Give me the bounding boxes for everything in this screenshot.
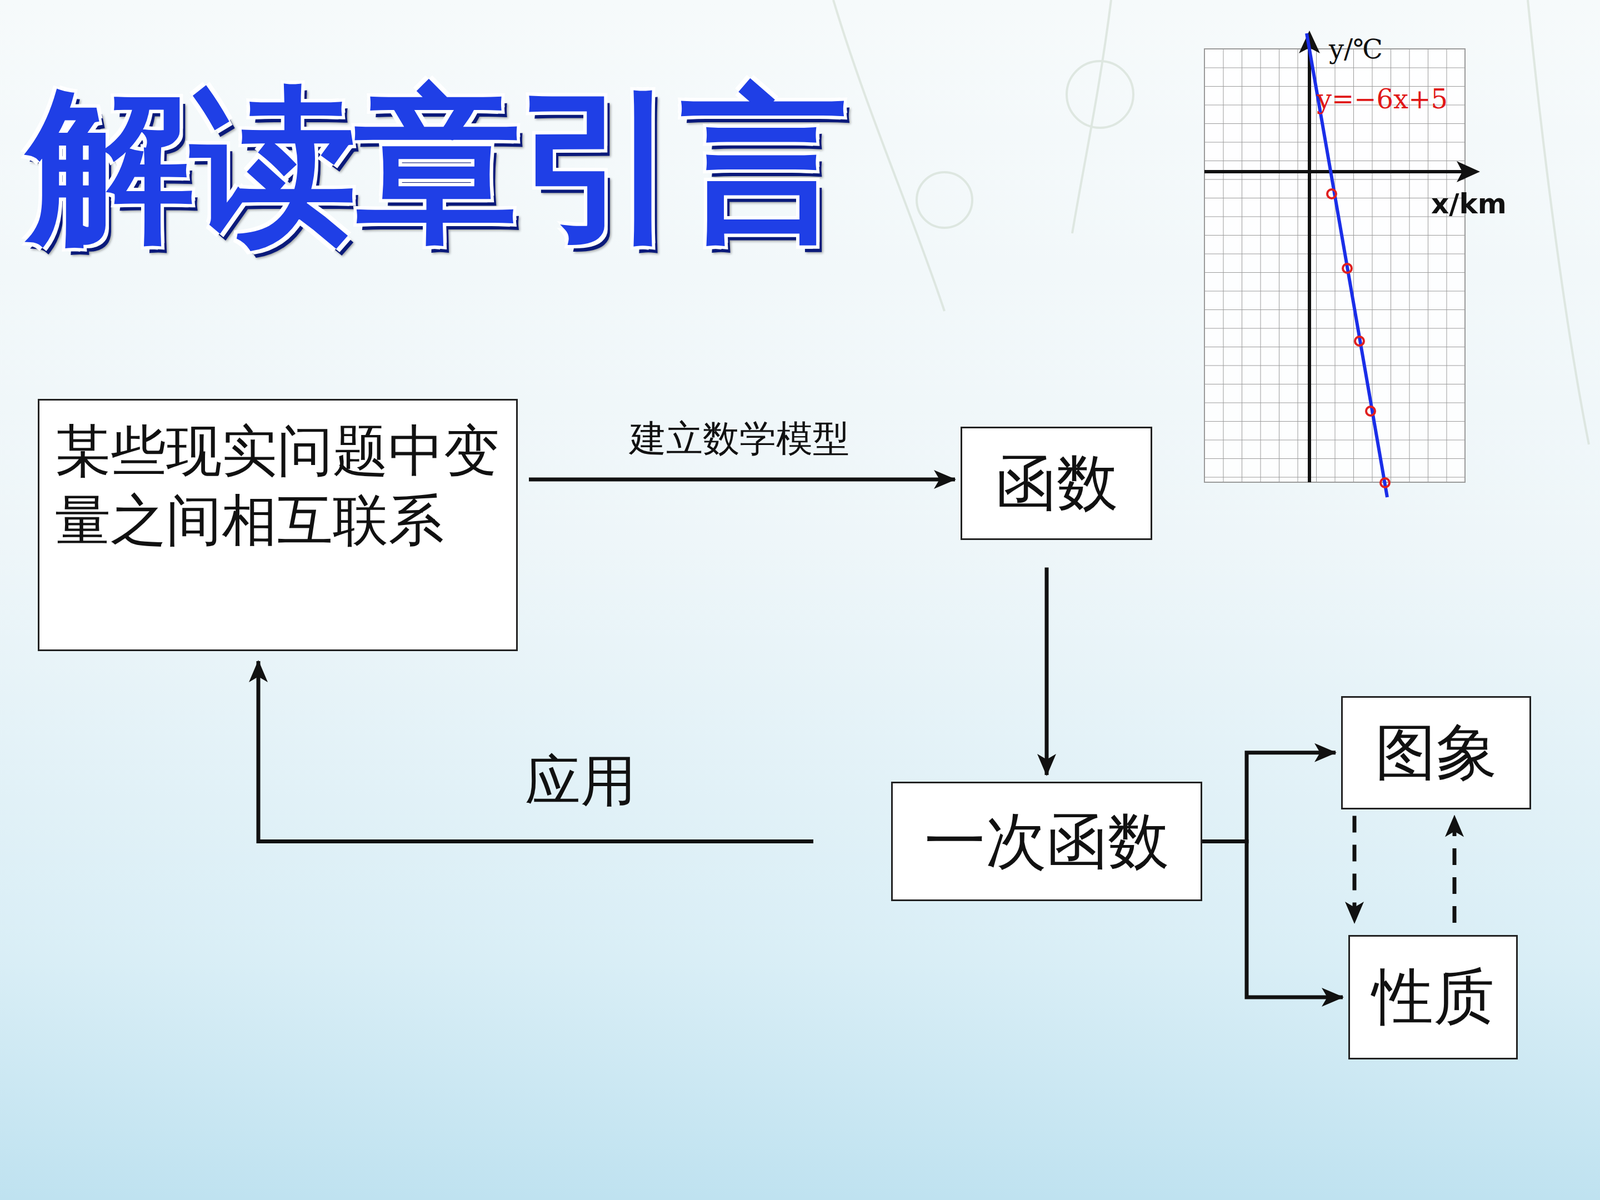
graph-label: x/km [1431,187,1507,220]
dashed-arrow [1452,816,1457,924]
edge-label: 建立数学模型 [629,413,850,464]
arrow-connector [258,661,814,842]
box-text: 图象 [1375,714,1498,792]
dashed-arrow [1352,816,1357,924]
concept-box: 函数 [960,426,1153,540]
edge-label: 应用 [525,744,637,820]
concept-box: 某些现实问题中变量之间相互联系 [37,398,518,652]
concept-box: 图象 [1341,696,1532,810]
graph-label: y/℃ [1328,33,1383,65]
concept-box: 性质 [1348,935,1518,1060]
slide-title: 解读章引言 [27,55,845,281]
arrow-connector [1202,841,1343,998]
arrow-connector [1202,752,1336,842]
graph-label: y=−6x+5 [1316,83,1448,115]
box-text: 某些现实问题中变量之间相互联系 [55,416,501,555]
arrow-connector [528,477,955,482]
arrow-connector [1045,567,1049,776]
box-text: 函数 [995,445,1118,522]
box-text: 一次函数 [924,803,1169,880]
concept-box: 一次函数 [891,781,1203,902]
box-text: 性质 [1372,958,1495,1036]
